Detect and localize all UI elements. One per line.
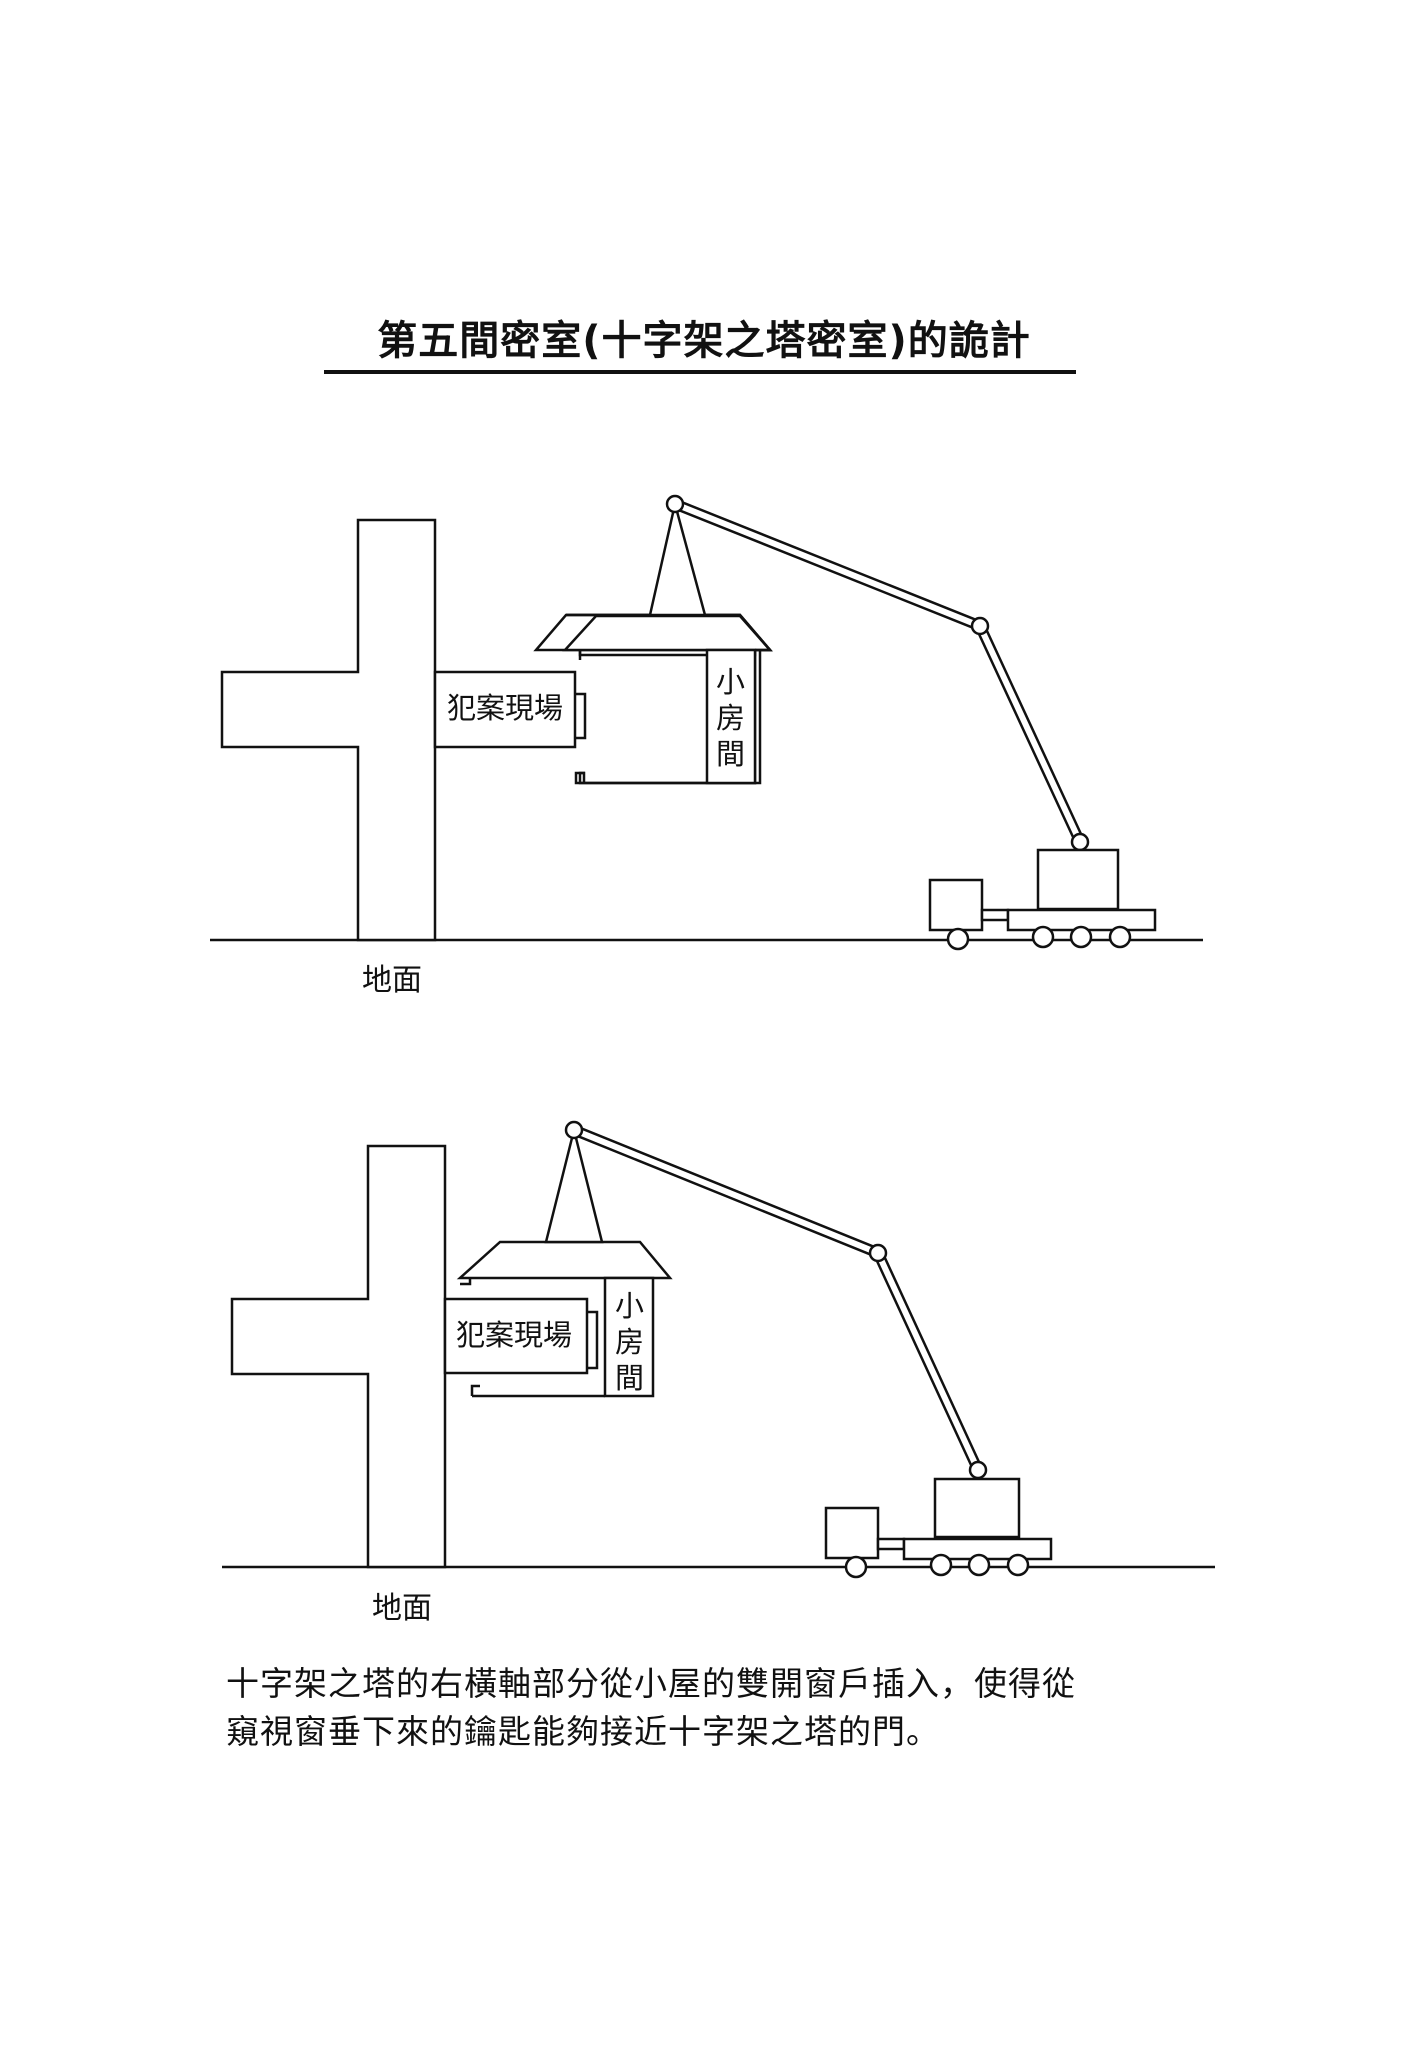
caption-line-1: 十字架之塔的右橫軸部分從小屋的雙開窗戶插入，使得從 — [226, 1664, 1076, 1703]
house-label-char-3: 間 — [615, 1361, 644, 1395]
boom-joint-mid — [970, 616, 990, 636]
house-label-char-2: 房 — [615, 1325, 644, 1359]
wheel-rear-3 — [1108, 925, 1132, 949]
truck-cab — [928, 878, 984, 932]
crime-scene-room — [443, 1297, 589, 1375]
roof-shape — [456, 1240, 673, 1280]
house-label-char-1: 小 — [716, 665, 745, 699]
wheel-rear-3 — [1006, 1553, 1030, 1577]
boom-joint-mid — [868, 1243, 888, 1263]
crime-scene-label: 犯案現場 — [456, 1318, 572, 1352]
ground-label-bottom: 地面 — [372, 1591, 432, 1626]
wheel-front — [844, 1555, 868, 1579]
window-bracket — [587, 1310, 599, 1370]
sling-triangle — [544, 1129, 604, 1244]
wheel-rear-1 — [1031, 925, 1055, 949]
house-label-char-2: 房 — [716, 701, 745, 735]
house-label-char-1: 小 — [615, 1289, 644, 1323]
truck-connector — [876, 1537, 906, 1551]
cross-tower — [230, 1144, 447, 1569]
crime-scene-label: 犯案現場 — [447, 691, 563, 725]
boom-joint-top — [665, 494, 685, 514]
caption-line-2: 窺視窗垂下來的鑰匙能夠接近十字架之塔的門。 — [226, 1712, 940, 1751]
truck-cab — [824, 1506, 880, 1560]
wheel-rear-2 — [1069, 925, 1093, 949]
diagram-after: 犯案現場 小 房 間 — [222, 1120, 1215, 1579]
house-label-panel — [603, 1276, 655, 1398]
cross-tower — [220, 518, 437, 942]
window-bracket — [575, 692, 587, 740]
house-label-panel — [705, 648, 757, 785]
boom-joint-top — [564, 1120, 584, 1140]
boom-joint-base — [968, 1460, 988, 1480]
page-title: 第五間密室(十字架之塔密室)的詭計 — [377, 318, 1031, 364]
wheel-rear-1 — [929, 1553, 953, 1577]
caption: 十字架之塔的右橫軸部分從小屋的雙開窗戶插入，使得從 窺視窗垂下來的鑰匙能夠接近十… — [226, 1660, 1206, 1756]
crane-cab — [933, 1477, 1021, 1539]
title-underline — [324, 370, 1076, 374]
house-label-char-3: 間 — [716, 737, 745, 771]
crane-cab — [1036, 848, 1120, 911]
sling-triangle — [648, 503, 707, 617]
ground-label-top: 地面 — [362, 963, 422, 998]
window-bracket-top — [460, 1278, 472, 1286]
wheel-rear-2 — [967, 1553, 991, 1577]
wheel-front — [946, 927, 970, 951]
diagram-before: 犯案現場 小 房 間 — [210, 494, 1203, 951]
crime-scene-room — [433, 670, 577, 749]
